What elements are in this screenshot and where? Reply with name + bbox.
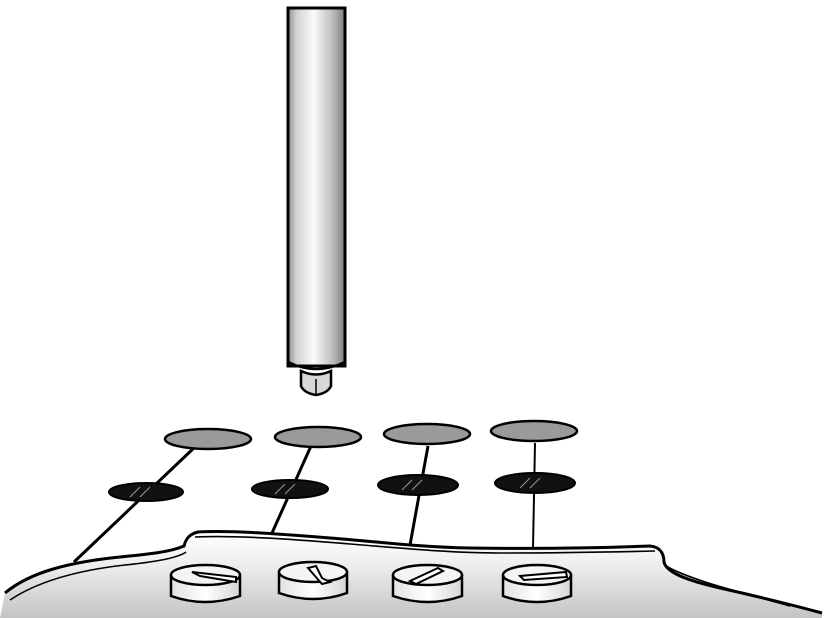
base-board-edge [4, 529, 823, 615]
lower-pad-highlights [129, 477, 541, 498]
knob-2 [277, 560, 349, 601]
upper-pad-2 [273, 425, 363, 449]
upper-pad-1 [163, 427, 253, 451]
knob-4 [501, 563, 573, 604]
knob-1 [169, 563, 242, 604]
upper-pad-4 [489, 419, 579, 443]
lead-4 [532, 442, 536, 549]
probe-shaft [286, 6, 347, 368]
probe-bottom [287, 360, 346, 371]
knob-3 [391, 563, 464, 604]
upper-pads [163, 419, 579, 451]
lower-pad-1 [108, 482, 184, 502]
lower-pad-3 [377, 474, 459, 496]
knobs [169, 560, 573, 604]
lead-1 [72, 444, 198, 564]
probe [286, 6, 347, 397]
upper-pad-3 [382, 422, 472, 446]
lower-pads [108, 472, 576, 502]
base-board-edge-inner [9, 535, 791, 607]
